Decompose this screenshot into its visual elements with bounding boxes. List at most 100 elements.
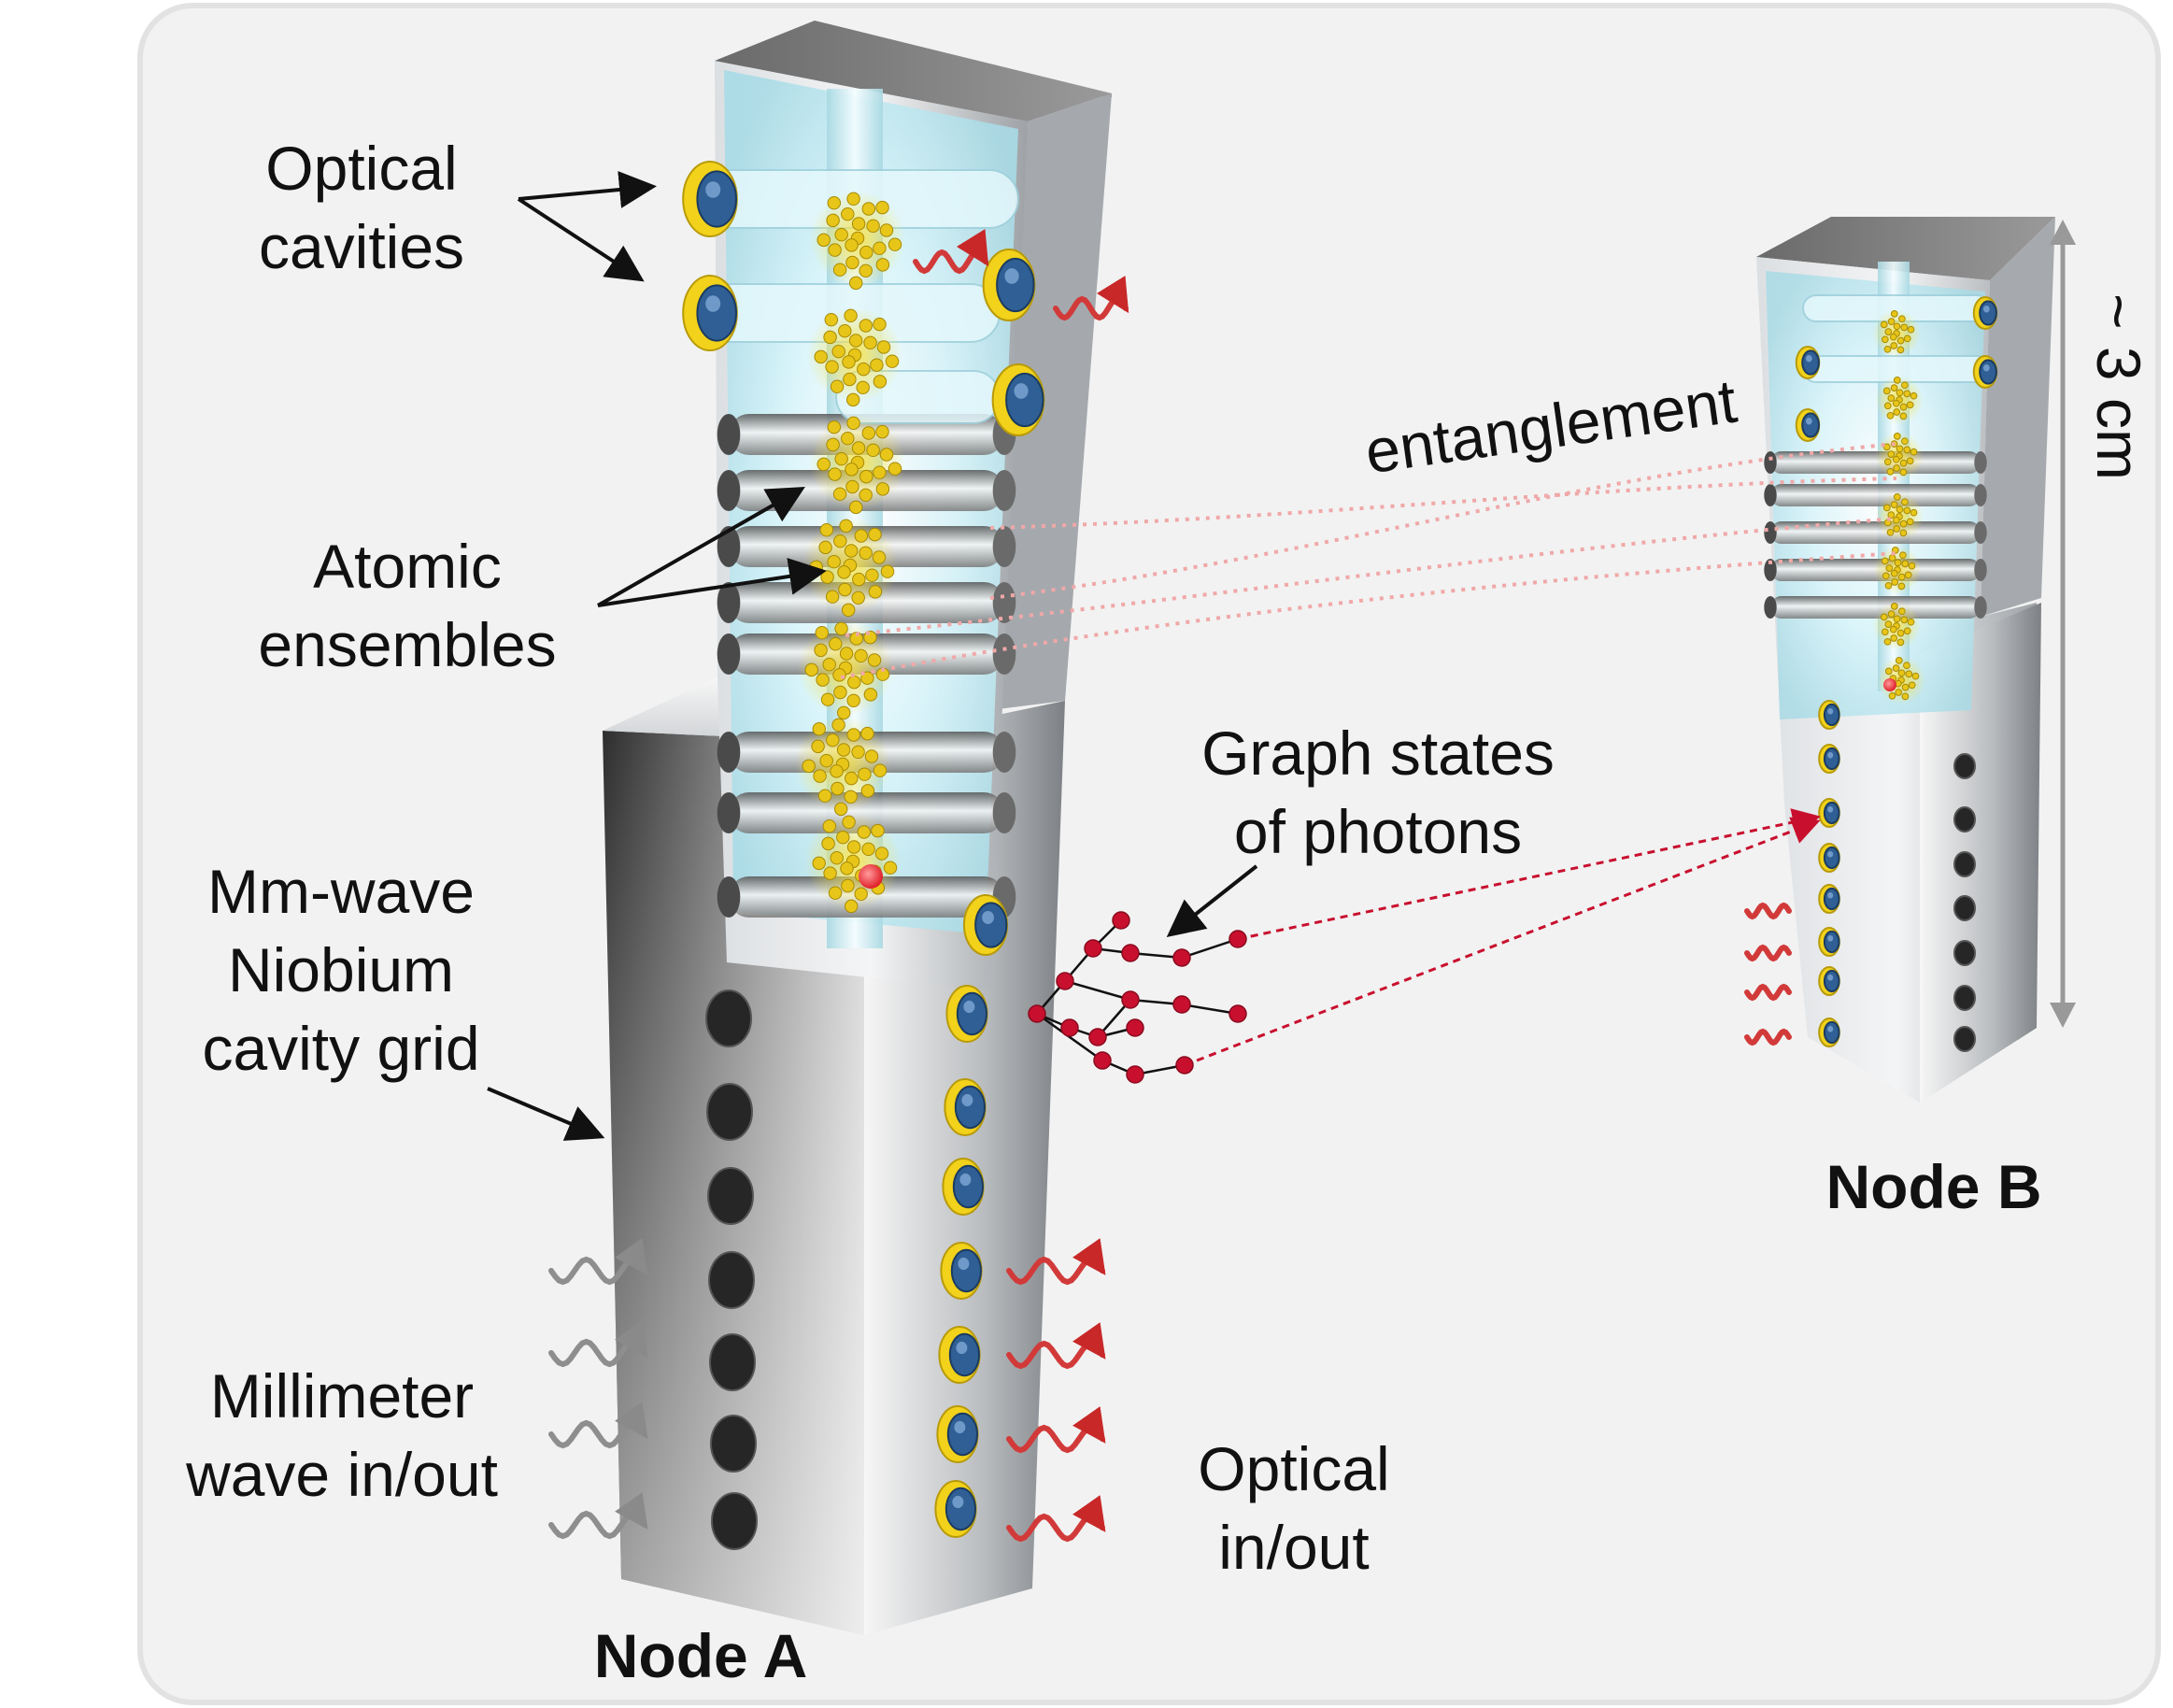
atom-dot [1880,320,1888,329]
mirror-icon [946,1412,979,1457]
atom-dot [854,529,869,543]
atom-dot [845,479,859,494]
channel-end [1764,559,1777,581]
mirror-icon [1801,412,1820,438]
atom-cluster-icon [809,519,895,618]
atom-dot [802,759,816,774]
mirror-icon-highlight [1805,418,1812,425]
atom-dot [841,878,855,893]
atom-cluster-icon [1882,433,1918,477]
atom-dot [875,258,890,272]
label-node-b: Node B [1825,1152,2042,1221]
node-b-waves [1744,902,1792,1046]
atom-dot [888,462,902,476]
label-optical-io-line1: Optical [1198,1434,1390,1503]
atom-dot [844,308,858,323]
atom-dot [1882,443,1891,451]
atom-dot [842,355,856,369]
graph-node-dot-icon [1112,911,1130,930]
atom-dot [873,465,887,479]
atom-dot [1899,468,1908,477]
mirror-icon-highlight [959,1173,972,1187]
atom-dot [834,621,848,636]
channel-end [1974,451,1987,474]
atom-dot [1901,437,1909,446]
atom-dot [820,692,835,706]
channel-end [717,792,741,833]
atom-dot [1894,559,1902,567]
wavy-arrow-icon [548,1238,648,1286]
wavy-arrow-icon [913,229,989,275]
atom-dot [1903,506,1911,515]
atom-dot [831,781,845,796]
node-a-mm-holes [705,989,758,1550]
atom-dot [1882,572,1890,580]
graph-node-dot-icon [1172,995,1191,1014]
label-graph-states-line1: Graph states [1201,719,1555,788]
atom-dot [871,823,885,838]
atom-dot [826,437,840,452]
mirror-icon-highlight [958,1257,970,1271]
mirror-icon [1979,359,1997,385]
atom-dot [870,358,884,372]
atom-dot [866,219,880,234]
mirror-icon-highlight [1827,891,1834,899]
atom-dot [820,570,834,584]
wavy-arrow-icon [1006,1238,1106,1286]
channel-end [992,633,1016,675]
atom-dot [1906,518,1914,526]
atom-dot [875,482,890,496]
graph-node-dot-icon [1093,1051,1112,1070]
node-b-atomic-ensembles [1872,309,1925,705]
atom-dot [851,441,866,455]
atom-dot [859,263,873,278]
graph-edge [1036,1012,1103,1062]
atom-dot [859,488,873,503]
graph-node-dot-icon [1121,944,1140,962]
mirror-icon [1823,703,1840,727]
atom-dot [879,448,894,462]
atom-dot [873,763,888,777]
entanglement-lines [840,442,1897,679]
graph-edge [1181,1003,1239,1016]
label-node-a: Node A [593,1621,808,1690]
mirror-icon [944,1487,977,1531]
atom-dot [1904,571,1912,579]
atom-dot [1910,448,1918,456]
mirror-icon [950,1248,983,1293]
atom-dot [832,487,847,501]
atom-dot [864,749,879,763]
atom-dot [863,630,877,645]
node-a-side-mirrors [934,985,988,1538]
mirror-icon-highlight [1827,751,1834,759]
atom-dot [868,585,883,599]
mirror-icon-highlight [705,295,721,312]
atom-dot [846,840,861,854]
atom-dot [822,657,836,672]
atom-dot [830,379,845,393]
wavy-arrow-icon [548,1492,648,1540]
atom-dot [1911,672,1920,680]
graph-node-dot-icon [1056,972,1074,990]
atom-dot [859,245,873,260]
mirror-icon [1823,747,1840,771]
atom-dot [824,312,839,327]
atom-dot [1893,408,1901,416]
label-mm-wave-grid-line1: Mm-wave [206,857,475,926]
atom-dot [845,255,859,270]
atom-dot [1905,670,1913,678]
channel-end [1764,451,1777,474]
label-mm-wave-grid-line3: cavity grid [202,1014,480,1083]
atom-dot [841,431,855,446]
mm-hole [1953,985,1976,1011]
atom-dot [868,527,882,542]
label-mm-wave-grid-line2: Niobium [227,935,455,1004]
atom-dot [840,861,854,875]
atom-dot [844,790,858,804]
channel-end [992,732,1016,773]
atom-dot [1882,504,1891,512]
atom-dot [1896,389,1904,397]
atom-dot [857,825,872,839]
atom-dot [1887,394,1896,402]
mm-hole [1953,940,1976,966]
